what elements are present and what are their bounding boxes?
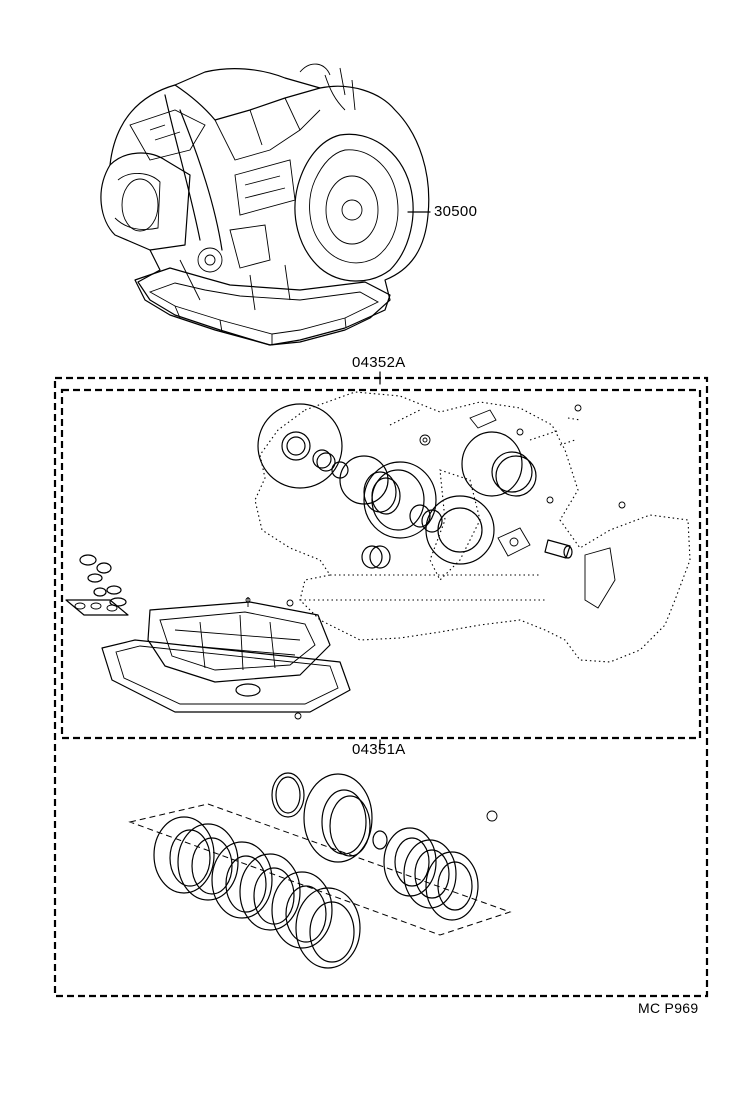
clutch-discs-group[interactable] bbox=[128, 772, 512, 969]
part-number-04351a: 04351A bbox=[352, 741, 406, 758]
part-number-04352a: 04352A bbox=[352, 354, 406, 371]
transaxle-assembly[interactable] bbox=[100, 63, 431, 346]
kit-04351a-boundary bbox=[60, 388, 702, 740]
o-rings-small[interactable] bbox=[65, 554, 129, 616]
seal-rings-group[interactable] bbox=[257, 403, 616, 609]
kit-04352a-boundary bbox=[53, 376, 709, 998]
part-number-30500: 30500 bbox=[434, 203, 478, 220]
valve-body-and-pan-gasket[interactable] bbox=[101, 597, 351, 713]
figure-code: MC P969 bbox=[638, 1000, 699, 1016]
transaxle-case-outline bbox=[254, 391, 691, 720]
